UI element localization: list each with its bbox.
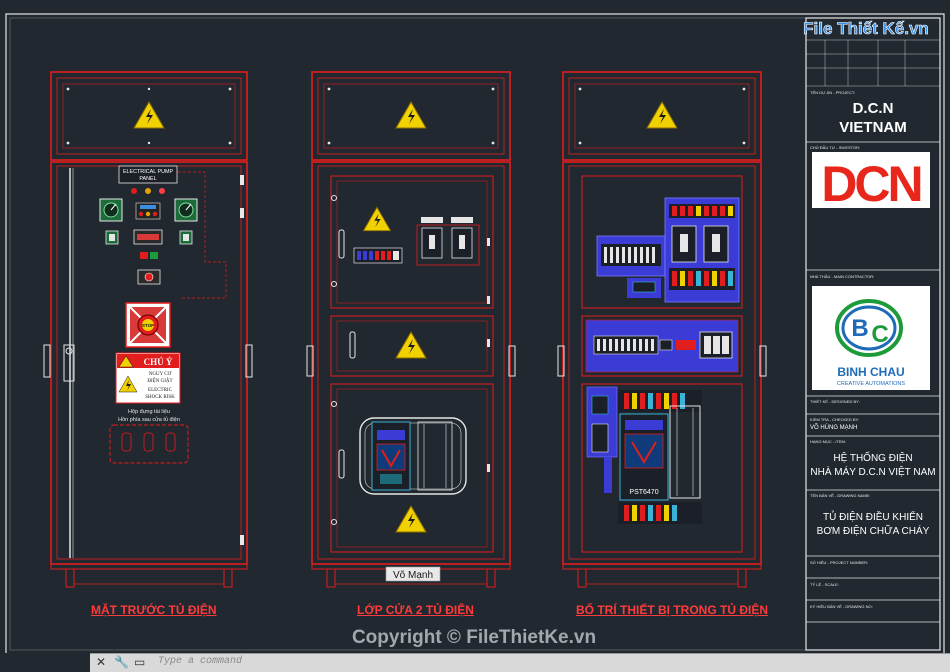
system-line2: NHÀ MÁY D.C.N VIỆT NAM xyxy=(810,467,936,478)
svg-text:File Thiết Kế.vn: File Thiết Kế.vn xyxy=(803,19,929,38)
warn-title: CHÚ Ý xyxy=(144,357,173,367)
command-input[interactable]: Type a command xyxy=(158,656,243,667)
model-space-strip xyxy=(0,653,90,671)
door2-panel: Võ Mạnh xyxy=(306,71,516,588)
checker-name: VÕ HÙNG MẠNH xyxy=(810,425,858,431)
warning-icon xyxy=(133,101,165,129)
investor-label: CHỦ ĐẦU TƯ - INVESTOR: xyxy=(810,145,861,150)
nameplate-line2: PANEL xyxy=(139,176,156,182)
project-label: TÊN DỰ ÁN - PROJECT: xyxy=(810,90,855,95)
sheet-label: KÝ HIỆU BẢN VẼ - DRAWING NO: xyxy=(810,604,873,609)
caption-layout: BỐ TRÍ THIẾT BỊ TRONG TỦ ĐIỆN xyxy=(576,603,768,617)
warn-line2: ĐIỆN GIẬT xyxy=(147,378,172,384)
title-block: DCN B C BINH CHAU CREATIVE AUTOMATIONS xyxy=(805,17,941,651)
system-line1: HỆ THỐNG ĐIỆN xyxy=(833,453,913,464)
binhchau-name: BINH CHAU xyxy=(837,365,904,379)
pilot-lamps xyxy=(131,188,165,194)
front-panel: ELECTRICAL PUMP PANEL STOP xyxy=(43,71,253,588)
scale-label: TỶ LỆ - SCALE: xyxy=(810,582,839,587)
drawing-line1: TỦ ĐIỆN ĐIỀU KHIỂN xyxy=(822,512,923,523)
doc-line2: Hồn phía sau cửa tủ điện xyxy=(118,416,180,423)
svg-text:C: C xyxy=(871,321,888,348)
checked-label: KIỂM TRA - CHECKED BY: xyxy=(810,417,860,422)
svg-text:B: B xyxy=(851,315,868,342)
author-tag: Võ Mạnh xyxy=(393,570,433,581)
warn-line3: ELECTRIC xyxy=(148,388,173,393)
drawing-label: TÊN BẢN VẼ - DRAWING NAME: xyxy=(810,493,871,498)
contractor-label: NHÀ THẦU - MAIN CONTRACTOR: xyxy=(810,274,875,279)
project-line1: D.C.N xyxy=(852,100,894,117)
drive-label: PST6470 xyxy=(629,489,658,496)
command-line[interactable]: ✕ 🔧 ▭ Type a command xyxy=(90,653,950,672)
drawing-line2: BƠM ĐIỆN CHỮA CHÁY xyxy=(816,526,930,537)
stop-label: STOP xyxy=(142,323,154,328)
copyright-watermark: Copyright © FileThietKe.vn xyxy=(352,627,596,648)
command-icon[interactable]: ▭ xyxy=(134,655,146,669)
warning-icon xyxy=(646,101,678,129)
warning-icon xyxy=(395,101,427,129)
warn-line1: NGUY CƠ xyxy=(149,372,172,377)
nameplate-line1: ELECTRICAL PUMP xyxy=(123,169,174,175)
wrench-icon[interactable]: 🔧 xyxy=(114,655,129,669)
designed-label: THIẾT KẾ - DESIGNED BY: xyxy=(810,399,860,404)
caption-front: MẶT TRƯỚC TỦ ĐIỆN xyxy=(91,603,217,617)
project-line2: VIETNAM xyxy=(839,119,907,136)
doc-line1: Hộp đựng tài liệu xyxy=(128,409,170,415)
close-icon[interactable]: ✕ xyxy=(96,655,107,669)
filethietke-logo: File Thiết Kế.vn xyxy=(803,19,929,39)
layout-panel: PST6470 xyxy=(557,71,767,588)
caption-door2: LỚP CỬA 2 TỦ ĐIỆN xyxy=(357,603,474,617)
binhchau-tagline: CREATIVE AUTOMATIONS xyxy=(837,381,905,387)
system-label: HẠNG MỤC - ITEM: xyxy=(810,439,846,444)
drawing-no-label: SỐ HIỆU - PROJECT NUMBER: xyxy=(810,560,869,565)
dcn-logo: DCN xyxy=(821,156,920,212)
warn-line4: SHOCK RISK xyxy=(145,395,175,400)
